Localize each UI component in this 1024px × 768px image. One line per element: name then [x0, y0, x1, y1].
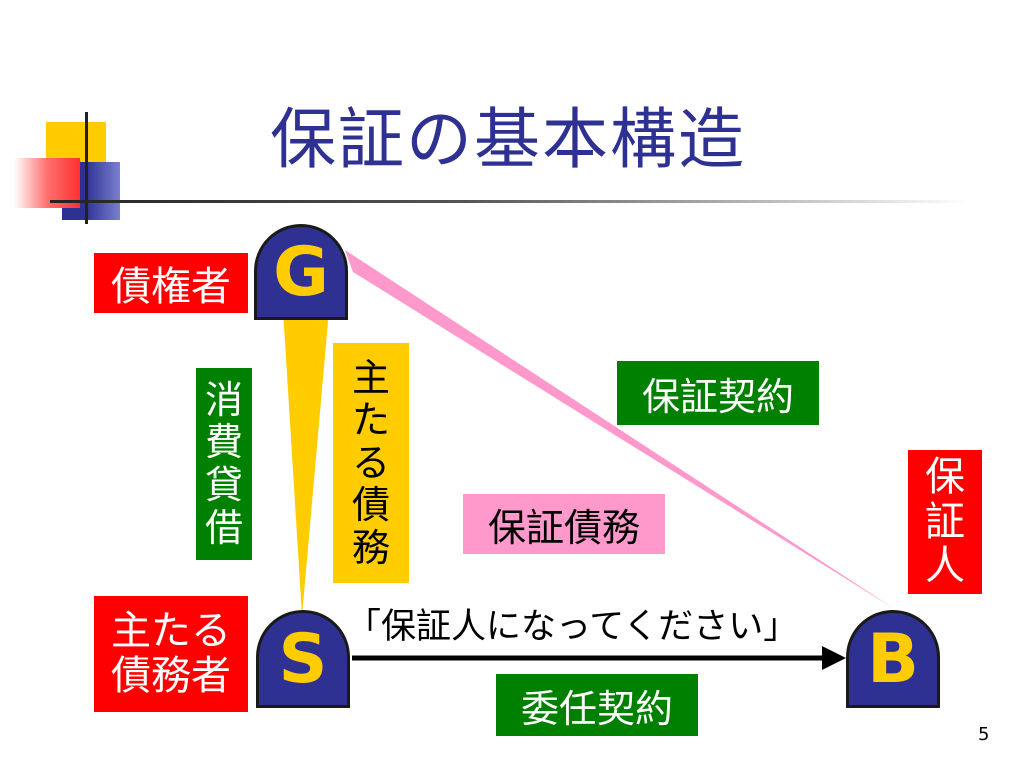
principal-debt-char: 債	[351, 483, 390, 528]
principal-debt-char: 主	[351, 355, 390, 400]
guarantee-wedge	[345, 250, 893, 608]
loan-label-char: 借	[204, 505, 243, 550]
request-quote: 「保証人になってください」	[346, 607, 799, 647]
debtor-letter: S	[278, 619, 328, 699]
loan-label-char: 貸	[204, 463, 243, 507]
page-number: 5	[978, 724, 990, 745]
guarantor-label-char: 保	[925, 453, 965, 500]
loan-label-char: 消	[204, 377, 243, 422]
creditor-node: G	[254, 224, 348, 320]
vertical-bar	[85, 112, 88, 224]
debtor-label-line2: 債務者	[111, 653, 231, 699]
guarantor-letter: B	[867, 619, 919, 699]
principal-debt-label: 主 た る 債 務	[333, 343, 409, 583]
loan-label: 消 費 貸 借	[196, 368, 252, 560]
title-underline	[50, 200, 970, 203]
debtor-label: 主たる 債務者	[94, 596, 248, 712]
principal-debt-char: る	[351, 440, 390, 485]
loan-wedge	[283, 310, 329, 616]
creditor-label: 債権者	[94, 253, 248, 313]
guarantee-debt-text: 保証債務	[487, 505, 640, 550]
guarantee-debt-label: 保証債務	[463, 494, 665, 554]
principal-debt-char: た	[351, 398, 390, 443]
guarantor-label-char: 証	[925, 498, 965, 545]
loan-label-char: 費	[204, 420, 243, 465]
guarantor-label-char: 人	[925, 543, 965, 590]
page-title: 保証の基本構造	[270, 101, 746, 178]
guarantee-contract-label: 保証契約	[617, 361, 819, 425]
principal-debt-char: 務	[351, 525, 390, 570]
corner-decoration	[0, 100, 150, 230]
debtor-node: S	[256, 610, 350, 708]
debtor-label-line1: 主たる	[111, 608, 231, 655]
mandate-contract-label: 委任契約	[496, 674, 698, 736]
creditor-label-text: 債権者	[111, 264, 231, 310]
creditor-letter: G	[273, 232, 329, 312]
red-square	[14, 158, 80, 208]
guarantor-label: 保 証 人	[908, 450, 982, 594]
mandate-arrow-head	[822, 646, 846, 670]
guarantee-contract-text: 保証契約	[641, 374, 794, 419]
guarantor-node: B	[846, 610, 940, 708]
mandate-contract-text: 委任契約	[520, 686, 673, 731]
